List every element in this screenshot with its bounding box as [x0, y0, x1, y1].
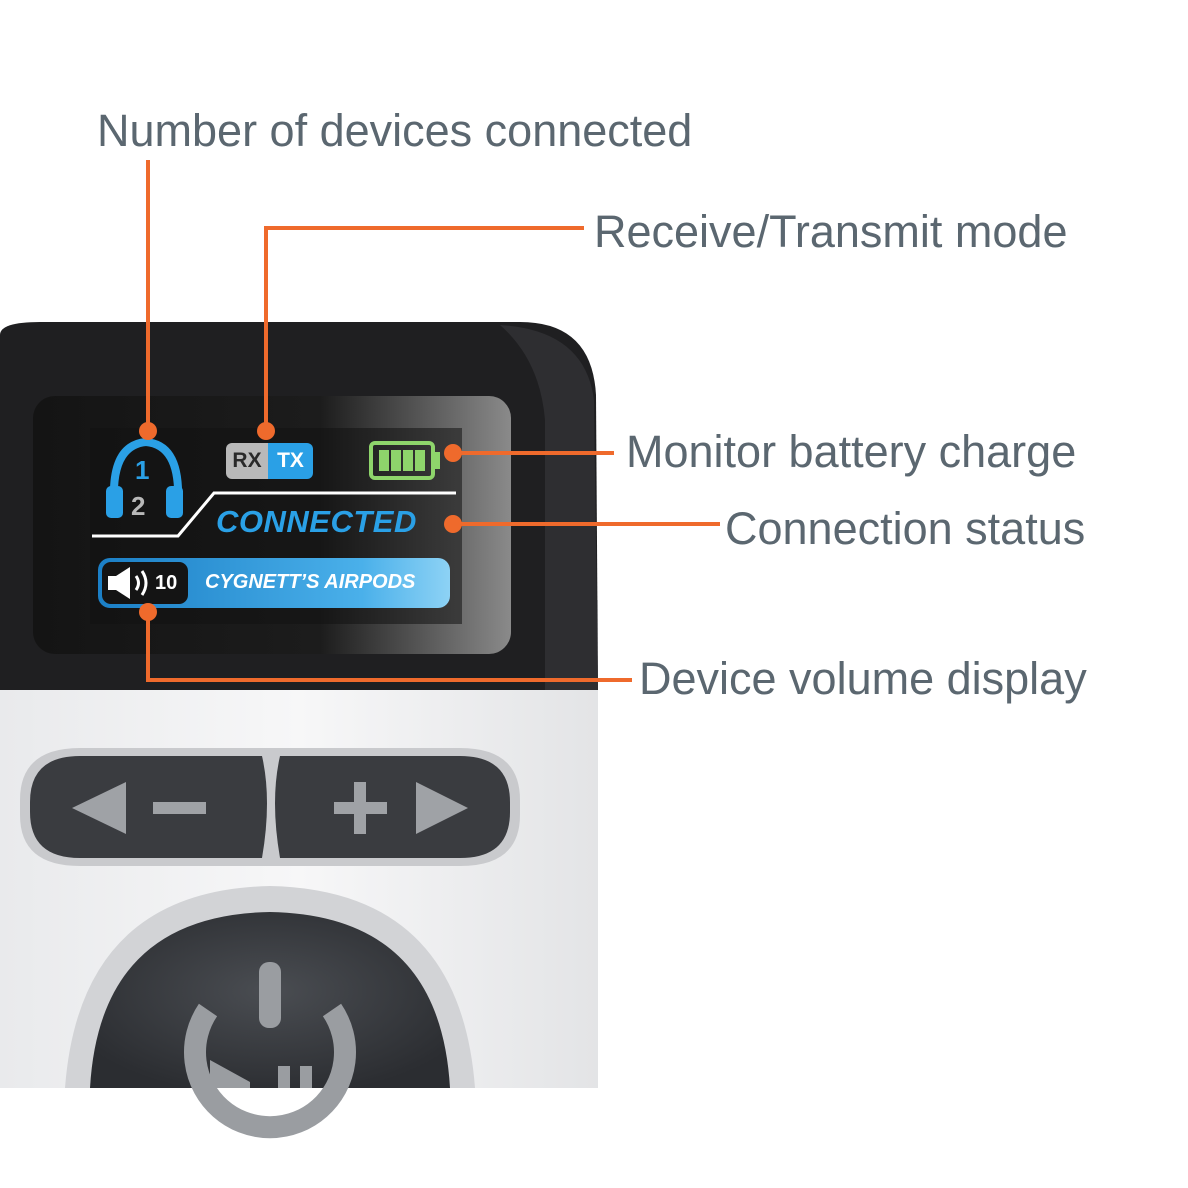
mode-rx-label: RX	[226, 443, 268, 479]
left-arrow-icon	[72, 782, 126, 834]
volume-down-button[interactable]	[30, 756, 267, 858]
headphone-slot-2: 2	[131, 491, 146, 521]
speaker-icon	[108, 576, 116, 590]
callout-dot-mode	[257, 422, 275, 440]
volume-level: 10	[155, 572, 178, 594]
leader-line-mode	[264, 226, 584, 431]
headphones-left-cup	[106, 486, 123, 518]
headphones-right-cup	[166, 486, 183, 518]
speaker-cone	[116, 567, 130, 599]
callout-dot-devices	[139, 422, 157, 440]
mode-tx-label: TX	[268, 443, 313, 479]
callout-receive-transmit: Receive/Transmit mode	[594, 206, 1068, 257]
speaker-wave-large	[140, 570, 148, 596]
plus-icon-vertical	[354, 782, 366, 834]
device-name: CYGNETT’S AIRPODS	[205, 571, 416, 593]
headphone-slot-1: 1	[135, 455, 150, 485]
play-pause-icon	[210, 1060, 250, 1088]
power-icon	[184, 1003, 356, 1139]
callout-connection-status: Connection status	[725, 503, 1086, 554]
leader-line-volume	[146, 612, 632, 682]
callout-dot-status	[444, 515, 462, 533]
callout-dot-battery	[444, 444, 462, 462]
bezel-highlight	[500, 325, 598, 690]
battery-cell	[403, 450, 413, 471]
battery-cell	[415, 450, 425, 471]
battery-cell	[379, 450, 389, 471]
battery-tip	[434, 452, 440, 469]
battery-cell	[391, 450, 401, 471]
callout-volume-display: Device volume display	[639, 653, 1087, 704]
callout-battery: Monitor battery charge	[626, 426, 1077, 477]
power-icon-stem	[259, 962, 281, 1028]
play-pause-bar	[278, 1066, 290, 1088]
right-arrow-icon	[416, 782, 468, 834]
connection-status-text: CONNECTED	[216, 504, 417, 539]
callout-devices-connected: Number of devices connected	[97, 105, 693, 156]
status-divider-line	[92, 491, 456, 538]
play-pause-bar	[300, 1066, 312, 1088]
headphones-icon	[109, 437, 183, 504]
speaker-wave-small	[134, 575, 140, 591]
battery-icon	[369, 441, 435, 480]
volume-up-button[interactable]	[275, 756, 510, 858]
minus-icon	[153, 802, 206, 814]
callout-dot-volume	[139, 603, 157, 621]
